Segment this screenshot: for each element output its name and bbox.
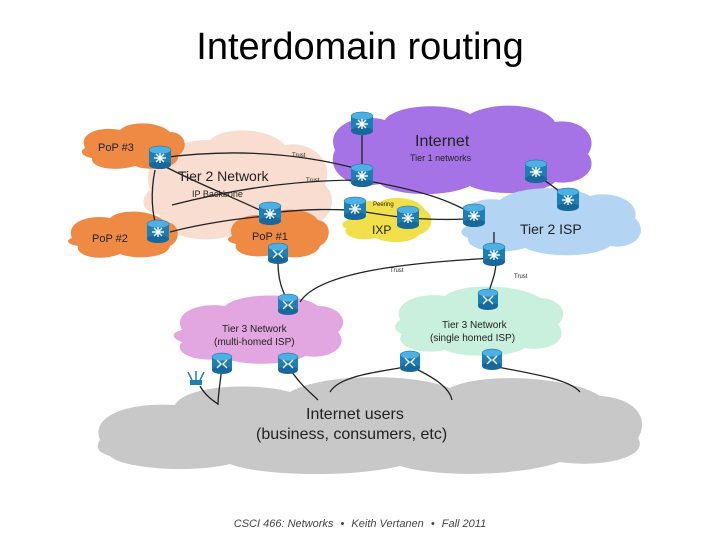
ixp-peering: Peering (373, 202, 394, 208)
router-pop3 (148, 145, 172, 170)
router-ixp-right (396, 205, 420, 230)
ixp-title: IXP (372, 223, 391, 237)
link-single-users2 (491, 365, 581, 393)
link-antenna (199, 385, 219, 405)
router-pop1 (258, 201, 282, 226)
router-pop1-edge (267, 242, 289, 265)
router-tier2isp-top (556, 187, 580, 212)
pop1-cloud (227, 209, 329, 258)
router-internet-right (524, 159, 548, 184)
trust-label: Trust (514, 274, 528, 280)
router-tier3-single-right (481, 348, 503, 371)
tier3-single-title: Tier 3 Network (442, 320, 508, 331)
internet-subtitle: Tier 1 networks (410, 153, 472, 163)
tier2-isp-title: Tier 2 ISP (520, 221, 582, 237)
router-internet-left (350, 163, 374, 188)
link-tier2isp-tier3multi (299, 257, 495, 303)
trust-label: Trust (306, 178, 320, 184)
link-pop3-pop1 (161, 164, 269, 215)
slide-title: Interdomain routing (196, 26, 524, 68)
trust-label: Trust (292, 153, 306, 159)
users-title: Internet users (306, 406, 404, 423)
link-backbone-internet (171, 179, 363, 206)
footer-term: Fall 2011 (441, 518, 487, 530)
pop1-label: PoP #1 (252, 231, 288, 243)
tier2-network-title: Tier 2 Network (178, 168, 270, 184)
router-internet-top (350, 111, 374, 136)
router-pop2 (146, 219, 170, 244)
users-subtitle: (business, consumers, etc) (256, 426, 447, 443)
link-pop3-internet (159, 152, 363, 171)
router-tier3-multi-top (277, 293, 299, 316)
tier3-single-subtitle: (single homed ISP) (430, 333, 515, 344)
tier3-single-cloud (395, 286, 564, 356)
router-tier3-single-top (477, 288, 499, 311)
footer-separator: • (340, 518, 345, 530)
tier2-isp-cloud (461, 188, 641, 256)
router-tier2isp-bottom (482, 242, 506, 267)
tier2-network-subtitle: IP Backbone (192, 189, 243, 199)
footer-course: CSCI 466: Networks (233, 518, 334, 530)
antenna-icon (187, 371, 205, 385)
router-tier3-multi-left (211, 352, 233, 375)
footer-separator: • (430, 518, 435, 530)
trust-label: Trust (390, 268, 404, 274)
tier3-multi-title: Tier 3 Network (222, 324, 288, 335)
pop3-label: PoP #3 (98, 142, 134, 154)
router-tier2isp-left (462, 203, 486, 228)
router-tier3-multi-right (277, 352, 299, 375)
footer-author: Keith Vertanen (351, 518, 424, 530)
pop2-label: PoP #2 (92, 233, 128, 245)
tier3-multi-subtitle: (multi-homed ISP) (214, 337, 295, 348)
internet-title: Internet (415, 133, 470, 150)
users-cloud (97, 377, 643, 475)
router-tier3-single-left (399, 350, 421, 373)
tier3-multi-cloud (173, 295, 344, 364)
footer: CSCI 466: Networks • Keith Vertanen • Fa… (0, 518, 720, 530)
router-ixp-left (343, 196, 367, 221)
labels: Internet Tier 1 networks Tier 2 Network … (92, 133, 582, 443)
